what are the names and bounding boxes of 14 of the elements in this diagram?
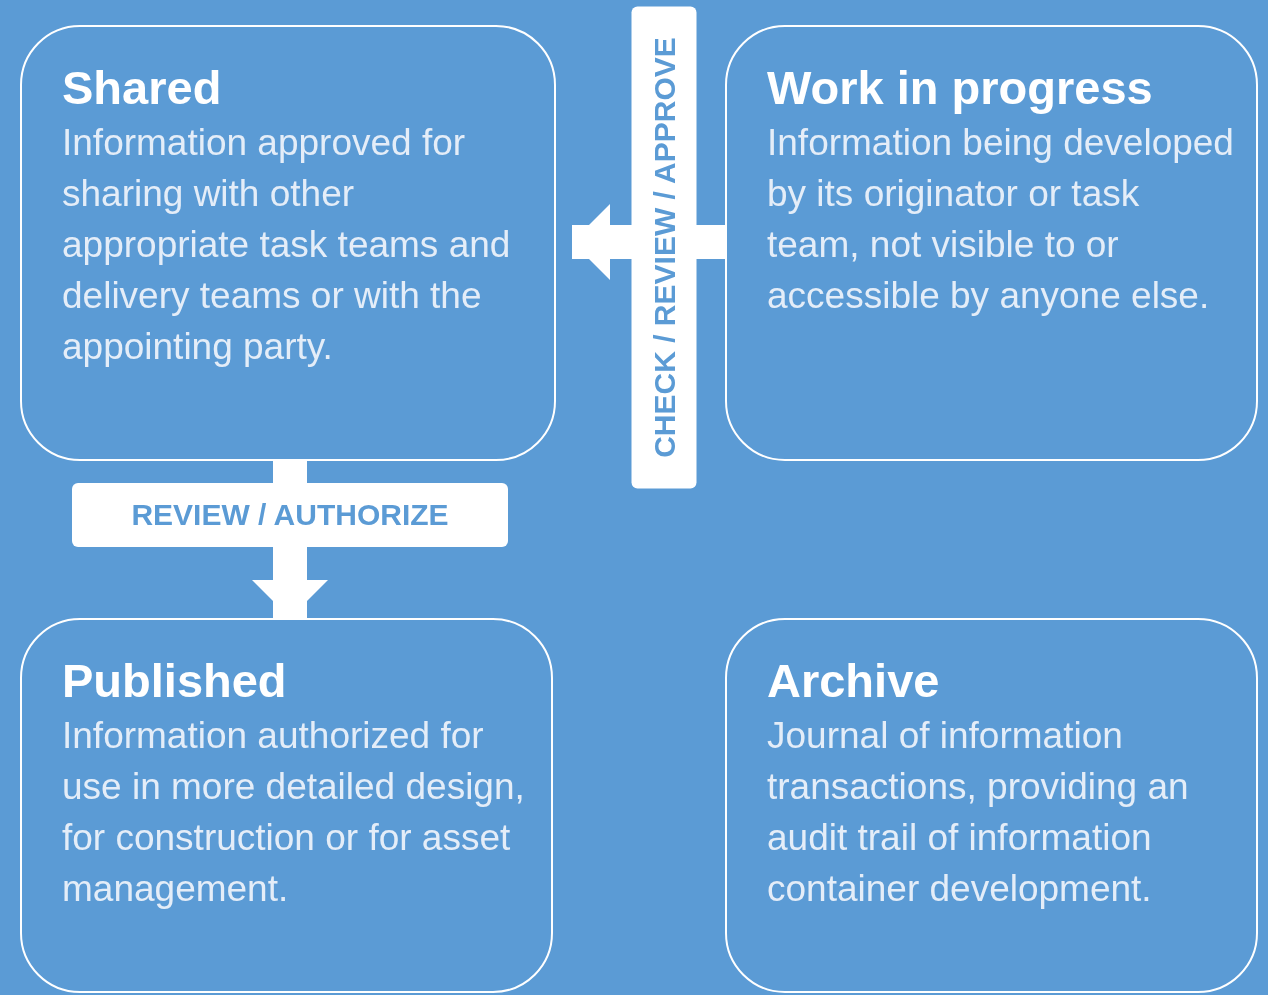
stage-box: [20, 618, 553, 993]
stage-title: Work in progress: [767, 60, 1153, 116]
stage-box: [725, 618, 1258, 993]
edge-label: REVIEW / AUTHORIZE: [72, 483, 508, 547]
stage-description: Journal of information transactions, providing an audit trail of information container development.: [767, 714, 1190, 911]
stage-description: Information approved for sharing with other appropriate task teams and delivery teams or with the appointing party.: [62, 121, 512, 369]
stage-description: Information being developed by its originator or task team, not visible to or accessible by anyone else.: [767, 121, 1235, 318]
stage-title: Shared: [62, 60, 222, 116]
stage-box: [725, 25, 1258, 461]
stage-box: [20, 25, 556, 461]
edge-label: CHECK / REVIEW / APPROVE: [631, 6, 696, 488]
stage-description: Information authorized for use in more detailed design, for construction or for asset management.: [62, 714, 526, 911]
stage-title: Archive: [767, 653, 940, 709]
stage-title: Published: [62, 653, 287, 709]
